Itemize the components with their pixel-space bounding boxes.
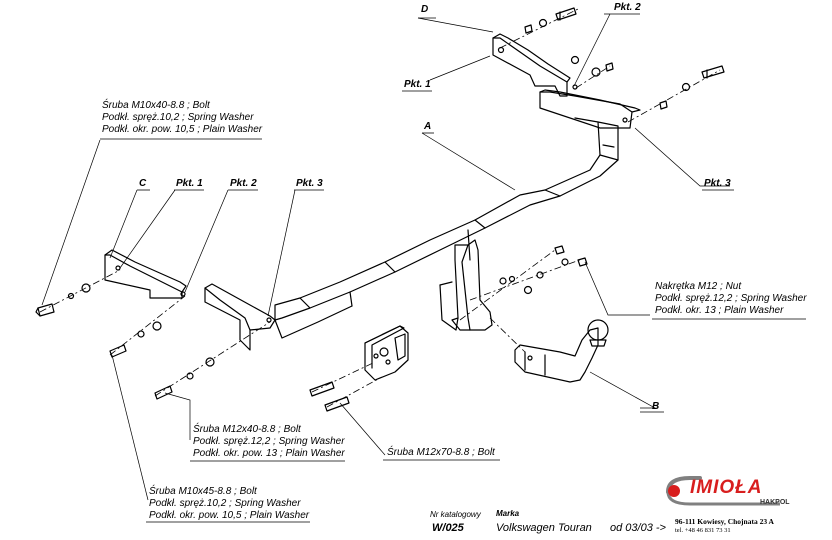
label-pkt1-left: Pkt. 1: [176, 178, 203, 189]
bracket-right-top: [539, 84, 641, 129]
label-a: A: [424, 121, 432, 132]
crossbar-a: [274, 117, 619, 339]
callout-line: Podkł. spręż.10,2 ; Spring Washer: [102, 112, 254, 123]
callout-line: Śruba M10x40-8.8 ; Bolt: [102, 100, 210, 111]
callout-line: Podkł. spręż.12,2 ; Spring Washer: [193, 436, 345, 447]
drop-bracket: [439, 229, 493, 331]
callout-line: Podkł. spręż.12,2 ; Spring Washer: [655, 293, 807, 304]
company-logo-sub: HAKPOL: [760, 499, 790, 506]
production-date: od 03/03 ->: [610, 522, 666, 534]
callout-line: Śruba M10x45-8.8 ; Bolt: [149, 486, 257, 497]
bracket-d: [492, 33, 571, 97]
vehicle-model: Volkswagen Touran: [496, 522, 592, 534]
bracket-c: [104, 249, 187, 299]
callout-line: Podkł. okr. pow. 10,5 ; Plain Washer: [102, 124, 263, 135]
callout-bolt-m12x70: Śruba M12x70-8.8 ; Bolt: [387, 447, 495, 458]
ball-hitch-b: [514, 319, 609, 383]
brand-header: Marka: [496, 509, 520, 518]
fasteners-center: [309, 245, 588, 412]
callout-bolt-m10x45: Śruba M10x45-8.8 ; Bolt Podkł. spręż.10,…: [149, 486, 309, 522]
company-phone: tel. +48 46 831 73 31: [675, 527, 731, 534]
callout-bolt-m12x40: Śruba M12x40-8.8 ; Bolt Podkł. spręż.12,…: [193, 424, 345, 460]
catalog-number: W/025: [432, 522, 464, 534]
label-c: C: [139, 178, 147, 189]
callout-line: Podkł. spręż.10,2 ; Spring Washer: [149, 498, 301, 509]
fasteners-top: [524, 7, 725, 110]
label-b: B: [652, 401, 660, 412]
label-pkt3-top: Pkt. 3: [704, 178, 731, 189]
bracket-left-lower: [204, 283, 276, 351]
callout-line: Podkł. okr. 13 ; Plain Washer: [655, 305, 784, 316]
callout-line: Podkł. okr. pow. 13 ; Plain Washer: [193, 448, 345, 459]
callout-bolt-m10x40: Śruba M10x40-8.8 ; Bolt Podkł. spręż.10,…: [102, 100, 262, 136]
company-logo-text: IMIOŁA: [690, 477, 763, 498]
callout-line: Nakrętka M12 ; Nut: [655, 281, 742, 292]
socket-plate: [364, 325, 409, 381]
label-pkt2-top: Pkt. 2: [614, 2, 641, 13]
label-pkt2-left: Pkt. 2: [230, 178, 257, 189]
label-pkt1-top: Pkt. 1: [404, 79, 431, 90]
catalog-header: Nr katalogowy: [430, 510, 481, 519]
fasteners-left: [35, 283, 215, 400]
company-address: 96-111 Kowiesy, Chojnata 23 A: [675, 517, 774, 526]
callout-line: Śruba M12x40-8.8 ; Bolt: [193, 424, 301, 435]
company-logo-graphic: [666, 476, 780, 506]
callout-line: Podkł. okr. pow. 10,5 ; Plain Washer: [149, 510, 310, 521]
label-pkt3-left: Pkt. 3: [296, 178, 323, 189]
callout-nut-m12: Nakrętka M12 ; Nut Podkł. spręż.12,2 ; S…: [655, 281, 807, 317]
label-d: D: [421, 4, 429, 15]
